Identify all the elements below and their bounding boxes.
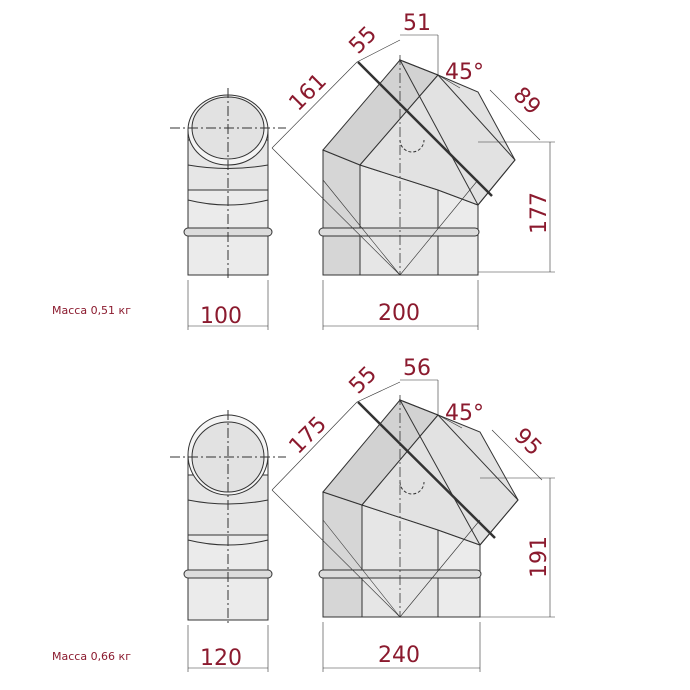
dim-outlet-1: 89	[508, 83, 545, 120]
dim-height-2: 191	[527, 536, 552, 578]
front-view-2	[170, 410, 286, 672]
dim-angle-2: 45°	[445, 401, 484, 426]
dim-top-offset-2: 55	[345, 362, 382, 399]
side-view-2	[271, 379, 555, 672]
dim-front-width-2: 120	[200, 646, 242, 671]
dim-diagonal-1: 161	[285, 69, 332, 116]
front-view-1	[170, 88, 286, 330]
mass-label-2: Масса 0,66 кг	[52, 650, 131, 663]
dim-front-width-1: 100	[200, 304, 242, 329]
dim-overall-width-1: 200	[378, 301, 420, 326]
dim-top-width-1: 51	[403, 11, 431, 36]
dim-angle-1: 45°	[445, 60, 484, 85]
dim-height-1: 177	[527, 192, 552, 234]
elbow-drawing-2: 120 240 191 175 55 56 45° 95	[170, 356, 555, 672]
elbow-drawing-1: 100 200 177 161 55 51 45° 89	[170, 11, 555, 330]
dim-overall-width-2: 240	[378, 643, 420, 668]
dim-top-width-2: 56	[403, 356, 431, 381]
dim-outlet-2: 95	[509, 424, 546, 461]
side-view-1	[271, 34, 555, 330]
dim-top-offset-1: 55	[345, 22, 382, 59]
mass-label-1: Масса 0,51 кг	[52, 304, 131, 317]
dim-diagonal-2: 175	[285, 412, 332, 459]
